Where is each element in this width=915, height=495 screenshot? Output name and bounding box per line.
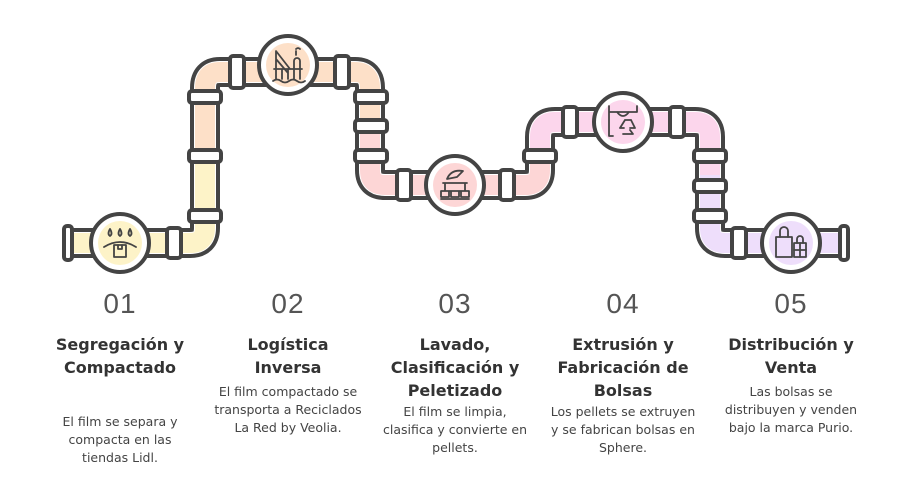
step-node-1 — [89, 212, 151, 274]
step-number: 03 — [438, 288, 472, 319]
step-title: Extrusión y Fabricación de Bolsas — [557, 335, 689, 400]
step-number: 05 — [774, 288, 808, 319]
step-title: Segregación y Compactado — [55, 335, 185, 377]
shopping-bags-icon — [775, 226, 807, 258]
step-4: 04 Extrusión y Fabricación de Bolsas Los… — [548, 288, 698, 488]
step-description: El film se separa y compacta en las tien… — [62, 414, 178, 465]
pipe-segment-1 — [70, 150, 215, 253]
step-node-5 — [760, 212, 822, 274]
step-number: 01 — [103, 288, 137, 319]
step-title: Lavado, Clasificación y Peletizado — [390, 335, 520, 400]
step-description: Las bolsas se distribuyen y venden bajo … — [724, 384, 858, 435]
recycled-bag-icon — [608, 105, 638, 137]
step-node-2 — [257, 34, 319, 96]
step-2: 02 Logística Inversa El film compactado … — [213, 288, 363, 488]
step-1: 01 Segregación y Compactado El film se s… — [45, 288, 195, 488]
offshore-crane-icon — [272, 47, 306, 84]
rain-box-icon — [103, 228, 137, 258]
step-5: 05 Distribución y Venta Las bolsas se di… — [716, 288, 866, 488]
step-number: 02 — [271, 288, 305, 319]
pipe-couplings — [62, 54, 850, 262]
step-description: Los pellets se extruyen y se fabrican bo… — [550, 404, 696, 455]
sorting-machine-icon — [440, 169, 470, 200]
step-3: 03 Lavado, Clasificación y Peletizado El… — [380, 288, 530, 488]
step-title: Distribución y Venta — [728, 335, 854, 377]
pipe-segment-5 — [700, 175, 843, 253]
step-node-3 — [424, 154, 486, 216]
step-number: 04 — [606, 288, 640, 319]
step-title: Logística Inversa — [247, 335, 329, 377]
step-description: El film se limpia, clasifica y convierte… — [382, 404, 528, 455]
step-node-4 — [592, 91, 654, 153]
step-description: El film compactado se transporta a Recic… — [214, 384, 362, 435]
